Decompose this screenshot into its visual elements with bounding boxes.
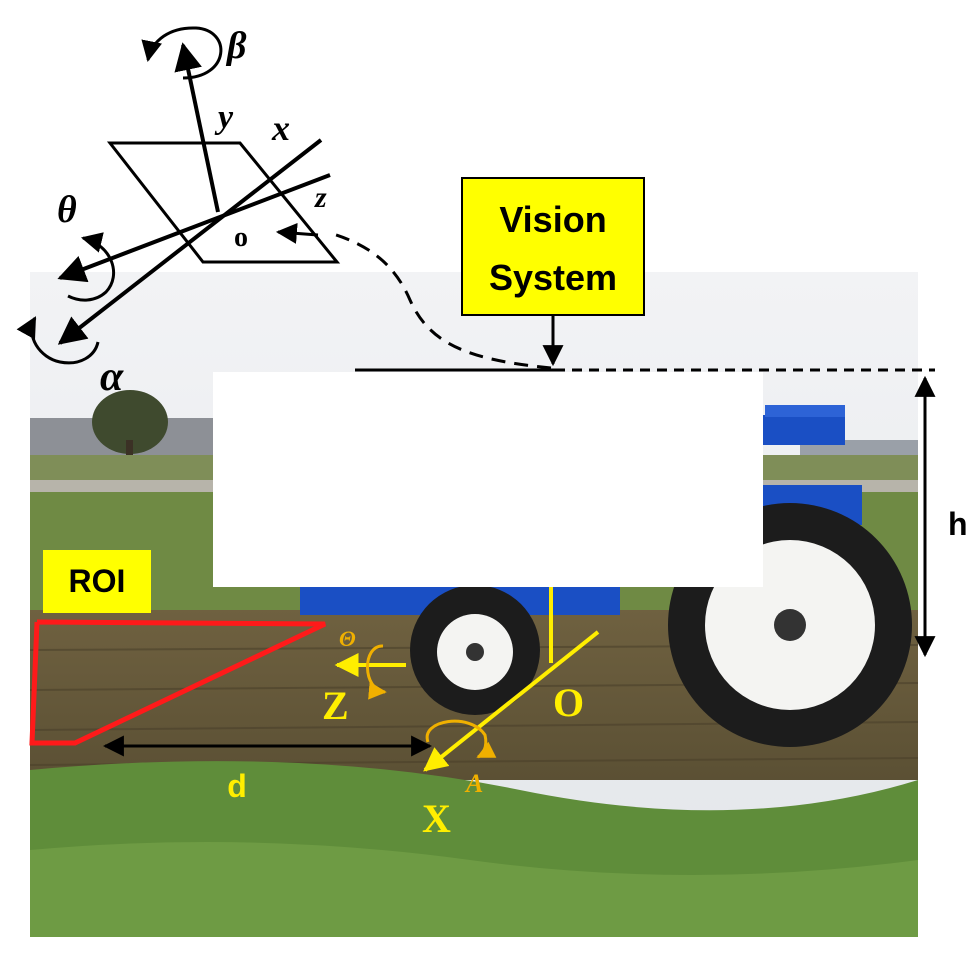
tree <box>92 390 168 454</box>
A-label: A <box>464 769 483 798</box>
tractor-hood <box>760 415 845 445</box>
distance-label: d <box>227 768 247 804</box>
height-label: h <box>948 506 968 542</box>
camera-link-dashed <box>329 231 552 370</box>
distance-annotation: d <box>102 735 433 804</box>
Theta-label: Θ <box>339 626 356 651</box>
alpha-rotation-arc <box>16 316 100 365</box>
roi-outline <box>29 619 327 746</box>
world-X-axis <box>423 630 600 772</box>
roi-annotation: ROI <box>29 550 327 746</box>
beta-label: β <box>225 25 247 67</box>
beta-rotation-arc <box>141 26 223 80</box>
world-Z-label: Z <box>322 683 349 728</box>
camera-x-axis <box>57 138 323 345</box>
world-origin-label: O <box>553 680 584 725</box>
vision-system-line2: System <box>489 257 617 298</box>
roi-label: ROI <box>69 563 126 599</box>
world-frame: O Z X Θ A <box>322 587 600 841</box>
occlusion-box <box>213 372 763 587</box>
Theta-rotation-arc <box>366 644 387 700</box>
camera-origin-label: o <box>234 222 248 253</box>
world-X-label: X <box>422 796 451 841</box>
camera-y-axis <box>174 42 220 213</box>
theta-rotation-arc <box>67 232 116 302</box>
alpha-label: α <box>100 354 124 400</box>
tractor <box>300 405 912 747</box>
field-photo <box>29 272 919 937</box>
roi-label-box <box>43 550 151 613</box>
vision-system-box <box>461 177 645 316</box>
camera-frame: β y x z o θ α <box>16 25 341 400</box>
camera-y-label: y <box>214 99 234 136</box>
A-rotation-arc <box>425 719 497 759</box>
theta-label: θ <box>57 189 77 231</box>
height-annotation: h <box>355 368 968 658</box>
camera-z-label: z <box>314 181 327 214</box>
camera-z-axis <box>57 173 331 283</box>
vision-system-callout: Vision System <box>329 177 645 370</box>
camera-x-label: x <box>271 108 290 148</box>
vision-system-line1: Vision <box>499 199 606 240</box>
